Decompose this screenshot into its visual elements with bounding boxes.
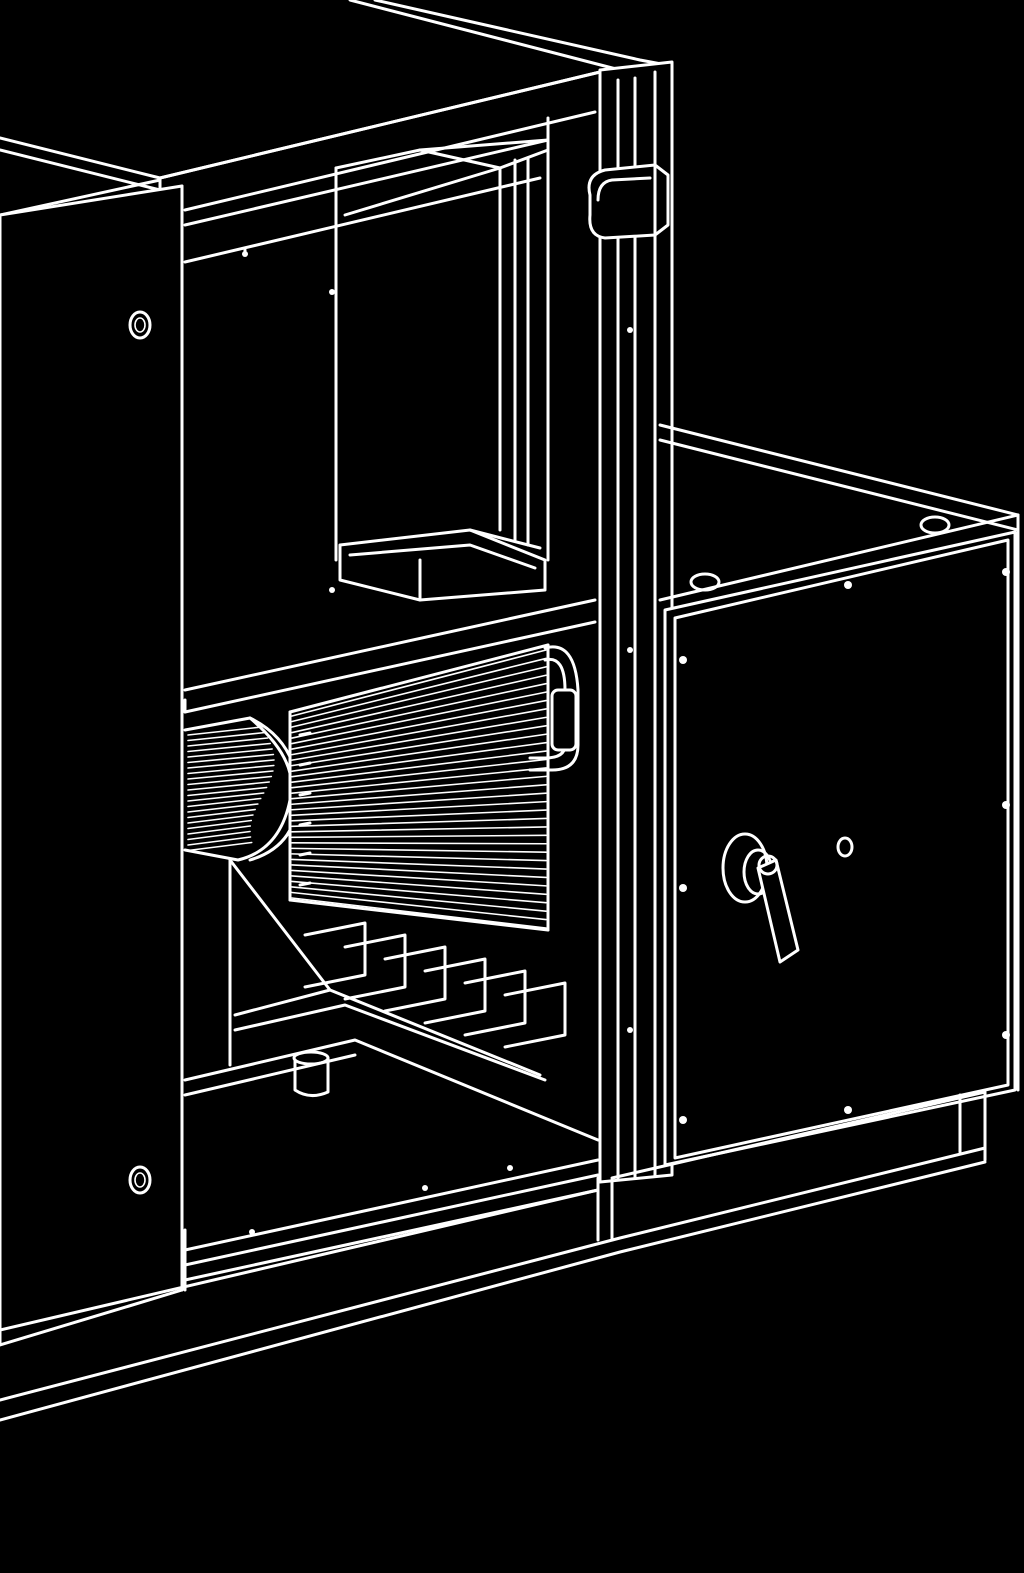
coil-tube-end [298,761,312,767]
blower-blade [187,836,252,846]
tray-fin [423,957,487,1025]
heat-exchanger-coil [288,643,550,932]
panel-fastener-top [128,310,152,340]
coil-fin [291,792,547,811]
blower-blade [187,742,271,753]
tray-fin [463,969,527,1037]
coil-fin [291,666,547,728]
door-latch-handle [721,832,800,964]
coil-tube-end [298,851,312,857]
blower-blade [187,814,254,824]
coil-return-bend [528,645,580,772]
blower-blade [187,759,275,769]
coil-fin [291,880,547,904]
coil-fin [291,886,547,912]
coil-fin [291,699,547,750]
blower-blade [187,770,274,780]
right-access-door [663,530,1017,1167]
coil-tube-end [298,791,312,797]
panel-fastener-bottom [128,1165,152,1195]
coil-tube-end [298,731,312,737]
coil-fin [291,691,547,745]
lower-cavity-frame [183,1038,600,1292]
tray-fin [303,921,367,989]
coil-fin [291,847,547,853]
right-housing [658,423,1020,1092]
tray-fin [343,933,407,1001]
coil-fin [291,897,547,929]
coil-fin [291,725,547,767]
coil-fin [291,858,547,870]
coil-fin [291,657,547,723]
coil-fin [291,869,547,887]
blower-blade [187,753,275,764]
blower-blade [187,748,273,758]
coil-fin [291,826,547,833]
housing-left-side-panel [0,184,184,1347]
center-post [598,60,674,1184]
coil-tube-end [298,881,312,887]
upper-frame [158,70,602,562]
upper-cavity-damper [242,138,550,602]
coil-fin [291,800,547,817]
coil-fin [291,767,547,795]
tray-fin [383,945,447,1013]
coil-fin [291,708,547,756]
blower-blade [187,808,256,819]
coil-fin [291,741,547,778]
blower-blade [187,726,263,736]
blower-blade [187,819,253,830]
coil-fin [291,783,547,806]
blower-blade [187,830,251,841]
blower-blade [187,775,273,786]
coil-fin [291,733,547,772]
coil-fin [291,674,547,734]
coil-fin [291,842,547,845]
lower-fin-tray [228,858,567,1082]
coil-fin [291,834,547,839]
blower-blade [187,803,259,813]
blower-blade [187,786,268,797]
coil-fin [291,758,547,789]
coil-fin [291,716,547,761]
coil-fin [291,649,547,717]
blower-blade [187,731,266,742]
blower-blade [187,737,269,747]
blower-blade [187,825,252,835]
blower-blade [187,841,253,852]
blower-blade [187,792,265,802]
blower-blade [187,797,262,808]
coil-fin [291,775,547,800]
coil-fin [291,809,547,822]
coil-fin [291,750,547,783]
coil-fin [291,682,547,739]
coil-fin [291,864,547,879]
coil-fin [291,891,547,921]
coil-fin [291,853,547,862]
tray-fin [503,981,567,1049]
middle-shelf [183,598,597,714]
door-hinge [587,163,670,240]
blower-blade [187,764,275,775]
base-rail [0,1090,987,1422]
coil-fin [291,817,547,828]
coil-tube-end [298,821,312,827]
coil-fin [291,875,547,896]
blower-blade [187,781,270,791]
